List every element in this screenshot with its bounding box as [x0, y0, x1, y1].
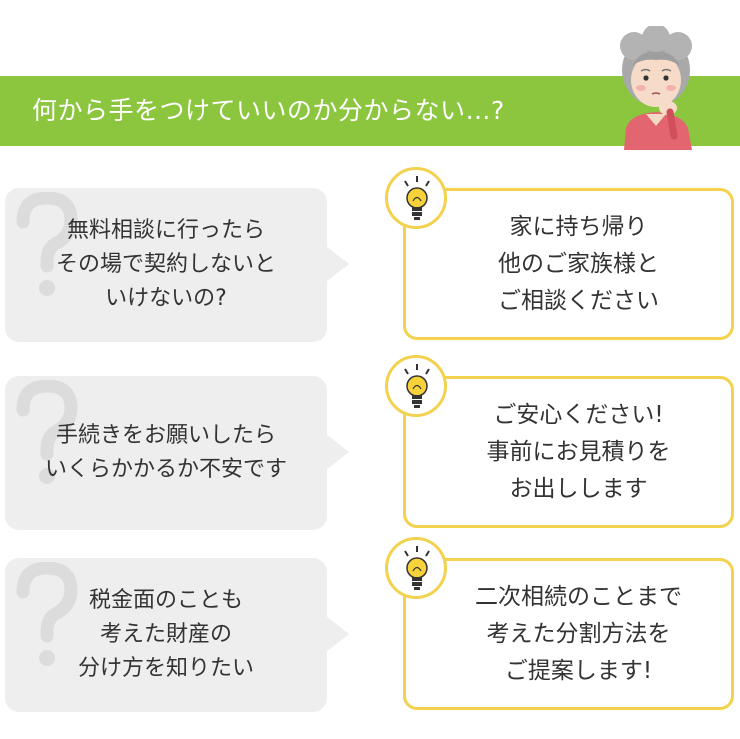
bubble-tail [326, 246, 349, 282]
question-mark-icon [16, 562, 78, 666]
bubble-tail [326, 434, 349, 470]
banner-title: 何から手をつけていいのか分からない…? [32, 96, 505, 125]
answer-text-2: ご安心ください! 事前にお見積りを お出しします [486, 401, 671, 502]
worried-grandmother-illustration [620, 26, 692, 150]
question-bubble-1: 無料相談に行ったら その場で契約しないと いけないの? [5, 188, 349, 342]
lightbulb-icon [404, 364, 430, 408]
answer-text-3: 二次相続のことまで 考えた分割方法を ご提案します! [475, 583, 682, 684]
lightbulb-icon [404, 176, 430, 220]
question-mark-icon [16, 380, 78, 484]
answer-box-3: 二次相続のことまで 考えた分割方法を ご提案します! [403, 558, 734, 710]
question-bubble-3: 税金面のことも 考えた財産の 分け方を知りたい [5, 558, 349, 712]
question-text-1: 無料相談に行ったら その場で契約しないと いけないの? [55, 218, 276, 311]
bubble-tail [326, 616, 349, 652]
question-text-3: 税金面のことも 考えた財産の 分け方を知りたい [77, 588, 254, 681]
lightbulb-badge-2 [385, 355, 447, 417]
question-mark-icon [16, 192, 78, 296]
answer-box-2: ご安心ください! 事前にお見積りを お出しします [403, 376, 734, 528]
lightbulb-icon [404, 546, 430, 590]
answer-text-1: 家に持ち帰り 他のご家族様と ご相談ください [498, 213, 659, 314]
lightbulb-badge-3 [385, 537, 447, 599]
question-bubble-2: 手続きをお願いしたら いくらかかるか不安です [5, 376, 349, 530]
header-banner: 何から手をつけていいのか分からない…? [0, 76, 740, 146]
lightbulb-badge-1 [385, 167, 447, 229]
question-text-2: 手続きをお願いしたら いくらかかるか不安です [44, 423, 287, 482]
answer-box-1: 家に持ち帰り 他のご家族様と ご相談ください [403, 188, 734, 340]
